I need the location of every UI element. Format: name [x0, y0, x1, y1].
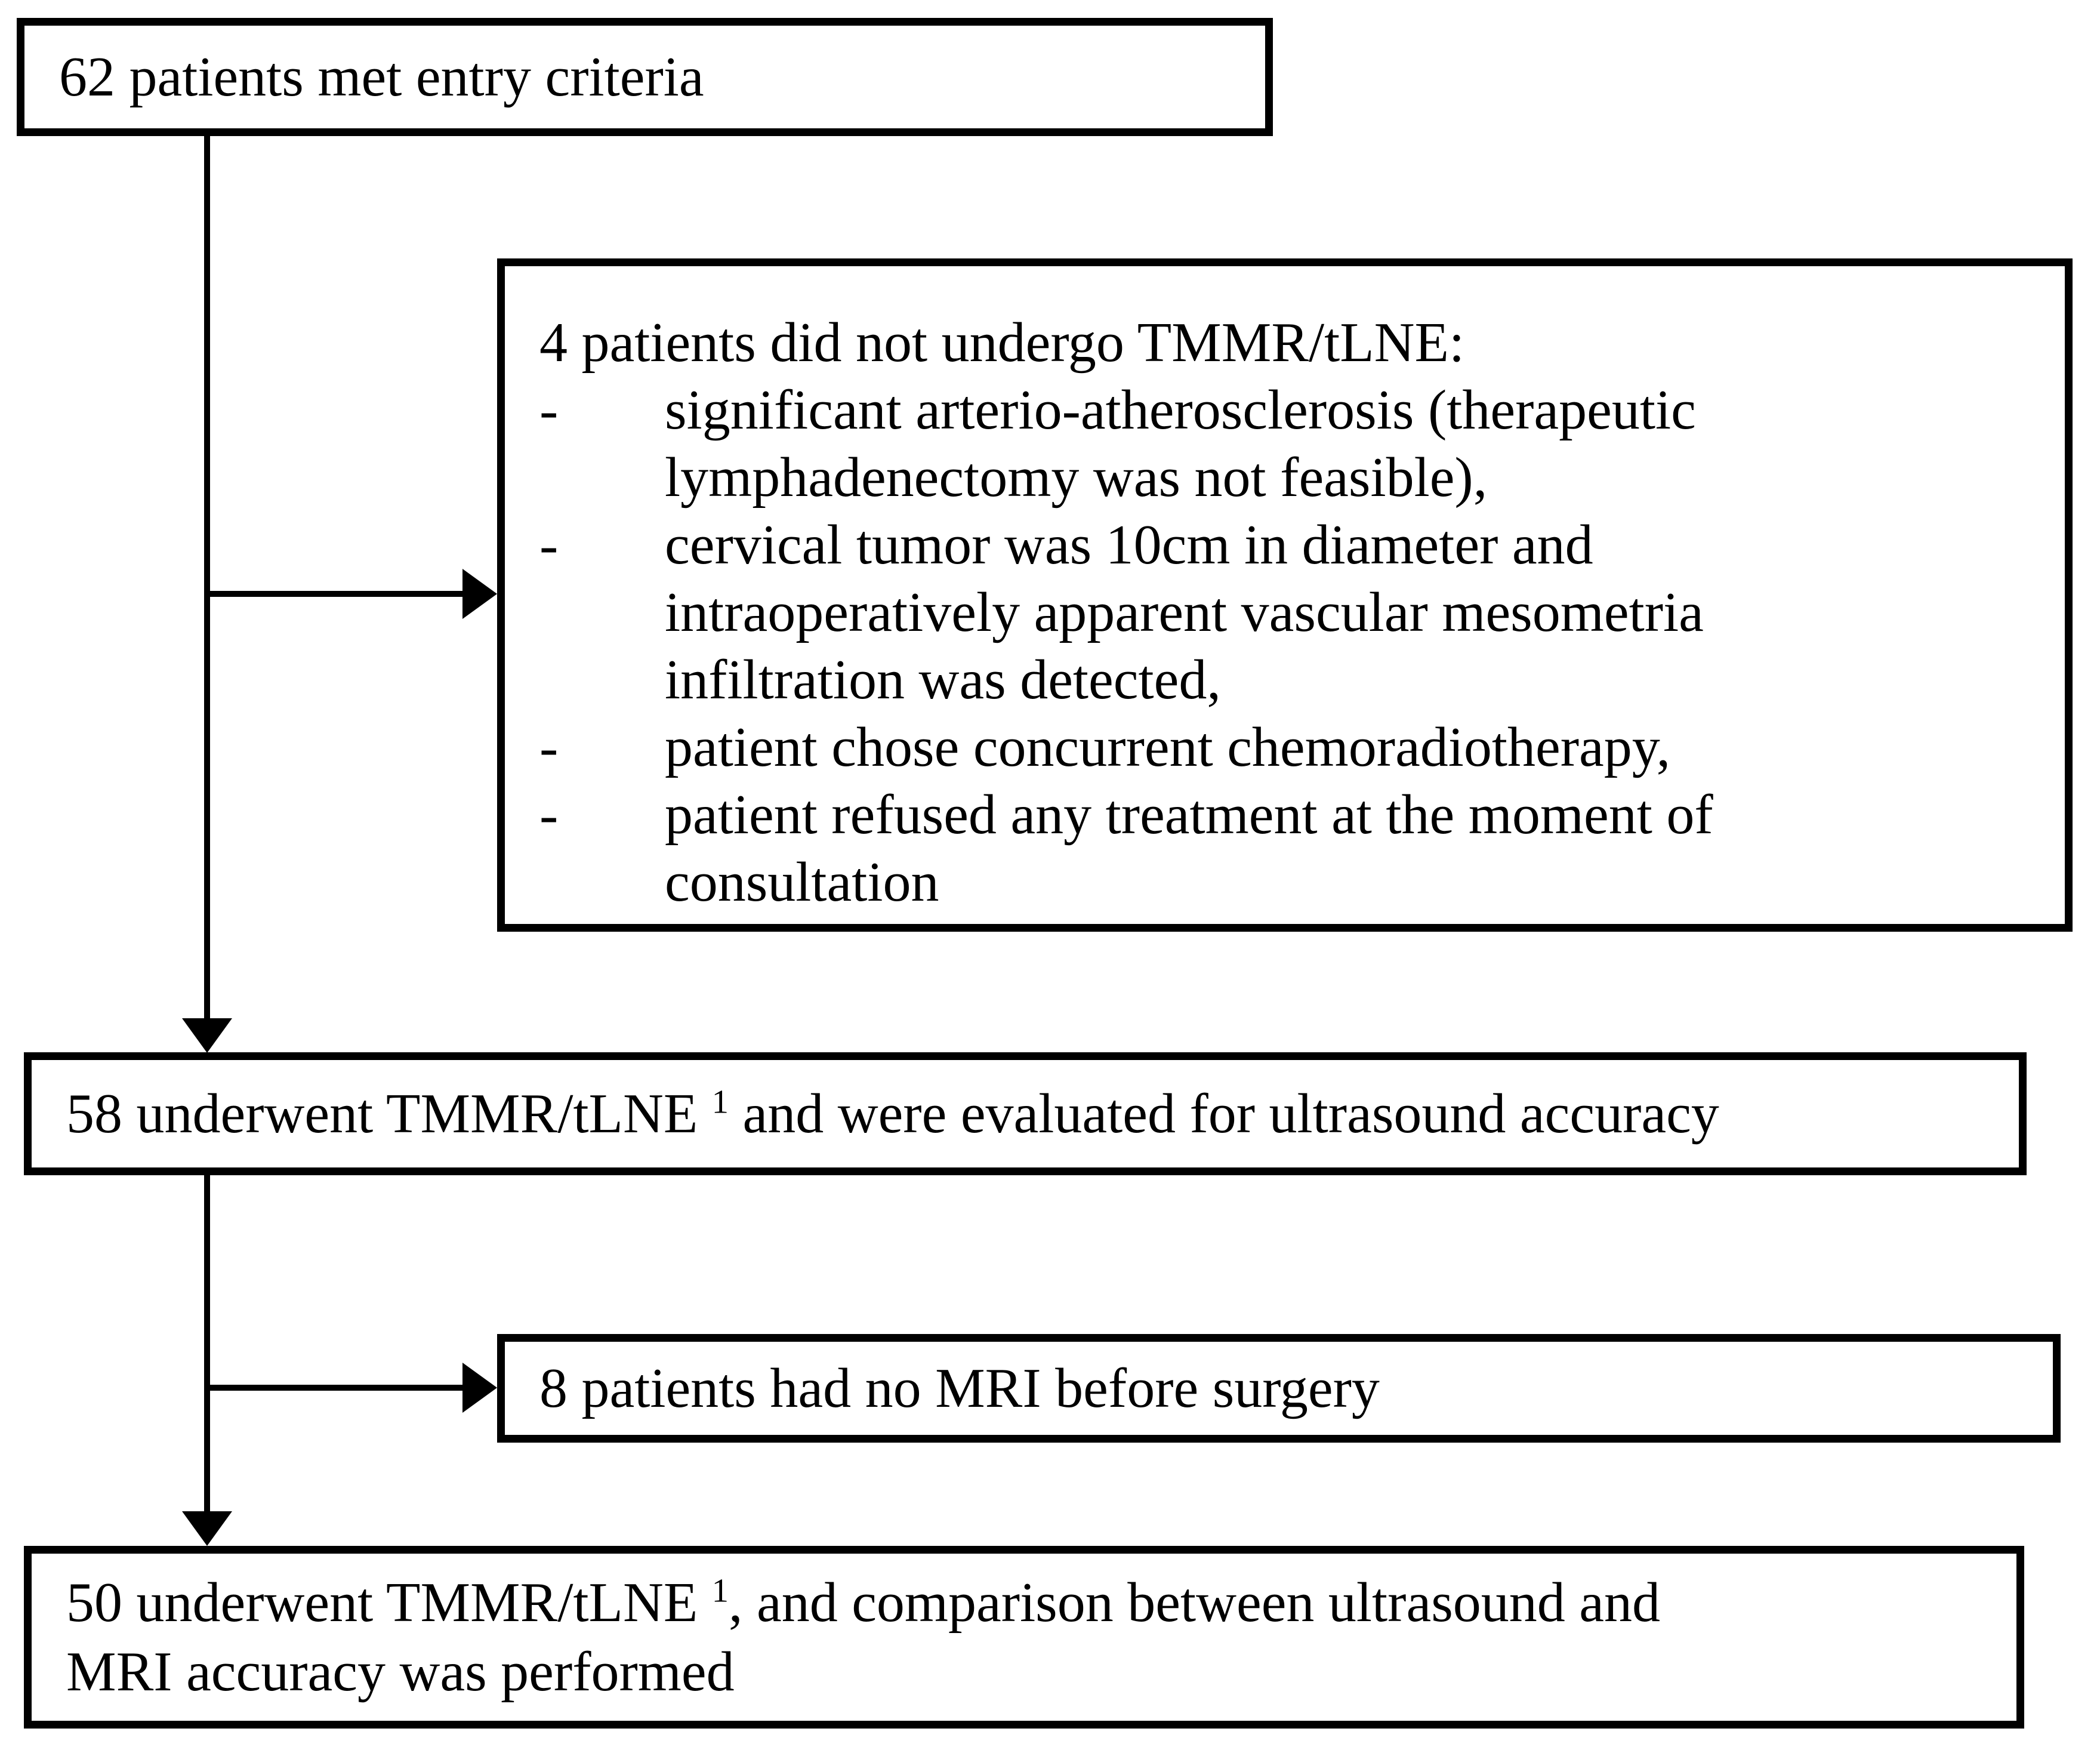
arrowhead-down-icon [182, 1018, 232, 1053]
bullet-dash: - [539, 784, 559, 846]
footnote-ref: 1 [711, 1572, 729, 1610]
connector-vertical-ultrasound-to-comparison [204, 1175, 210, 1511]
exclusion-text: consultation [665, 851, 939, 913]
bullet-dash: - [539, 514, 559, 576]
arrowhead-down-icon [182, 1511, 232, 1546]
comparison-text-pre: 50 underwent TMMR/tLNE [66, 1572, 712, 1634]
exclusion-text: patient refused any treatment at the mom… [665, 784, 1713, 846]
exclusion-row: intraoperatively apparent vascular mesom… [539, 579, 2041, 646]
exclusion-text: cervical tumor was 10cm in diameter and [665, 514, 1593, 576]
bullet-dash [539, 849, 665, 916]
exclusion-row: - patient chose concurrent chemoradiothe… [539, 714, 2041, 781]
exclusion-row: infiltration was detected, [539, 646, 2041, 714]
bullet-dash [539, 579, 665, 646]
comparison-text-line2: MRI accuracy was performed [66, 1641, 735, 1703]
exclusion-text: infiltration was detected, [665, 649, 1221, 711]
footnote-ref: 1 [711, 1083, 729, 1121]
exclusion-row: consultation [539, 849, 2041, 916]
comparison-text-line1: , and comparison between ultrasound and [728, 1572, 1660, 1634]
exclusion-text: patient chose concurrent chemoradiothera… [665, 716, 1671, 778]
exclusion-row: - patient refused any treatment at the m… [539, 781, 2041, 849]
exclusion-text: lymphadenectomy was not feasible), [665, 446, 1488, 509]
box-comparison-cohort: 50 underwent TMMR/tLNE 1, and comparison… [24, 1546, 2024, 1729]
ultrasound-cohort-text: 58 underwent TMMR/tLNE 1 and were evalua… [66, 1082, 1719, 1146]
box-entry-criteria: 62 patients met entry criteria [17, 18, 1273, 136]
box-excluded-no-surgery: 4 patients did not undergo TMMR/tLNE: - … [497, 258, 2073, 932]
bullet-dash [539, 646, 665, 714]
connector-vertical-entry-to-ultrasound [204, 136, 210, 1018]
bullet-dash [539, 444, 665, 512]
exclusion-text: significant arterio-atherosclerosis (the… [665, 379, 1696, 441]
ultrasound-text-post: and were evaluated for ultrasound accura… [728, 1083, 1719, 1145]
bullet-dash: - [539, 379, 559, 441]
entry-criteria-text: 62 patients met entry criteria [59, 46, 704, 108]
exclusion-row: - cervical tumor was 10cm in diameter an… [539, 512, 2041, 579]
box-no-mri: 8 patients had no MRI before surgery [497, 1334, 2061, 1443]
arrowhead-right-icon [462, 1363, 497, 1413]
no-mri-text: 8 patients had no MRI before surgery [539, 1357, 1380, 1419]
ultrasound-text-pre: 58 underwent TMMR/tLNE [66, 1083, 712, 1145]
arrowhead-right-icon [462, 569, 497, 619]
excluded-title: 4 patients did not undergo TMMR/tLNE: [539, 312, 1465, 374]
exclusion-row: lymphadenectomy was not feasible), [539, 444, 2041, 512]
comparison-text: 50 underwent TMMR/tLNE 1, and comparison… [66, 1568, 1982, 1706]
connector-branch-to-excluded [207, 591, 462, 597]
exclusion-text: intraoperatively apparent vascular mesom… [665, 581, 1704, 643]
box-ultrasound-cohort: 58 underwent TMMR/tLNE 1 and were evalua… [24, 1052, 2027, 1175]
connector-branch-to-no-mri [207, 1385, 462, 1391]
exclusion-row: - significant arterio-atherosclerosis (t… [539, 377, 2041, 444]
bullet-dash: - [539, 716, 559, 778]
